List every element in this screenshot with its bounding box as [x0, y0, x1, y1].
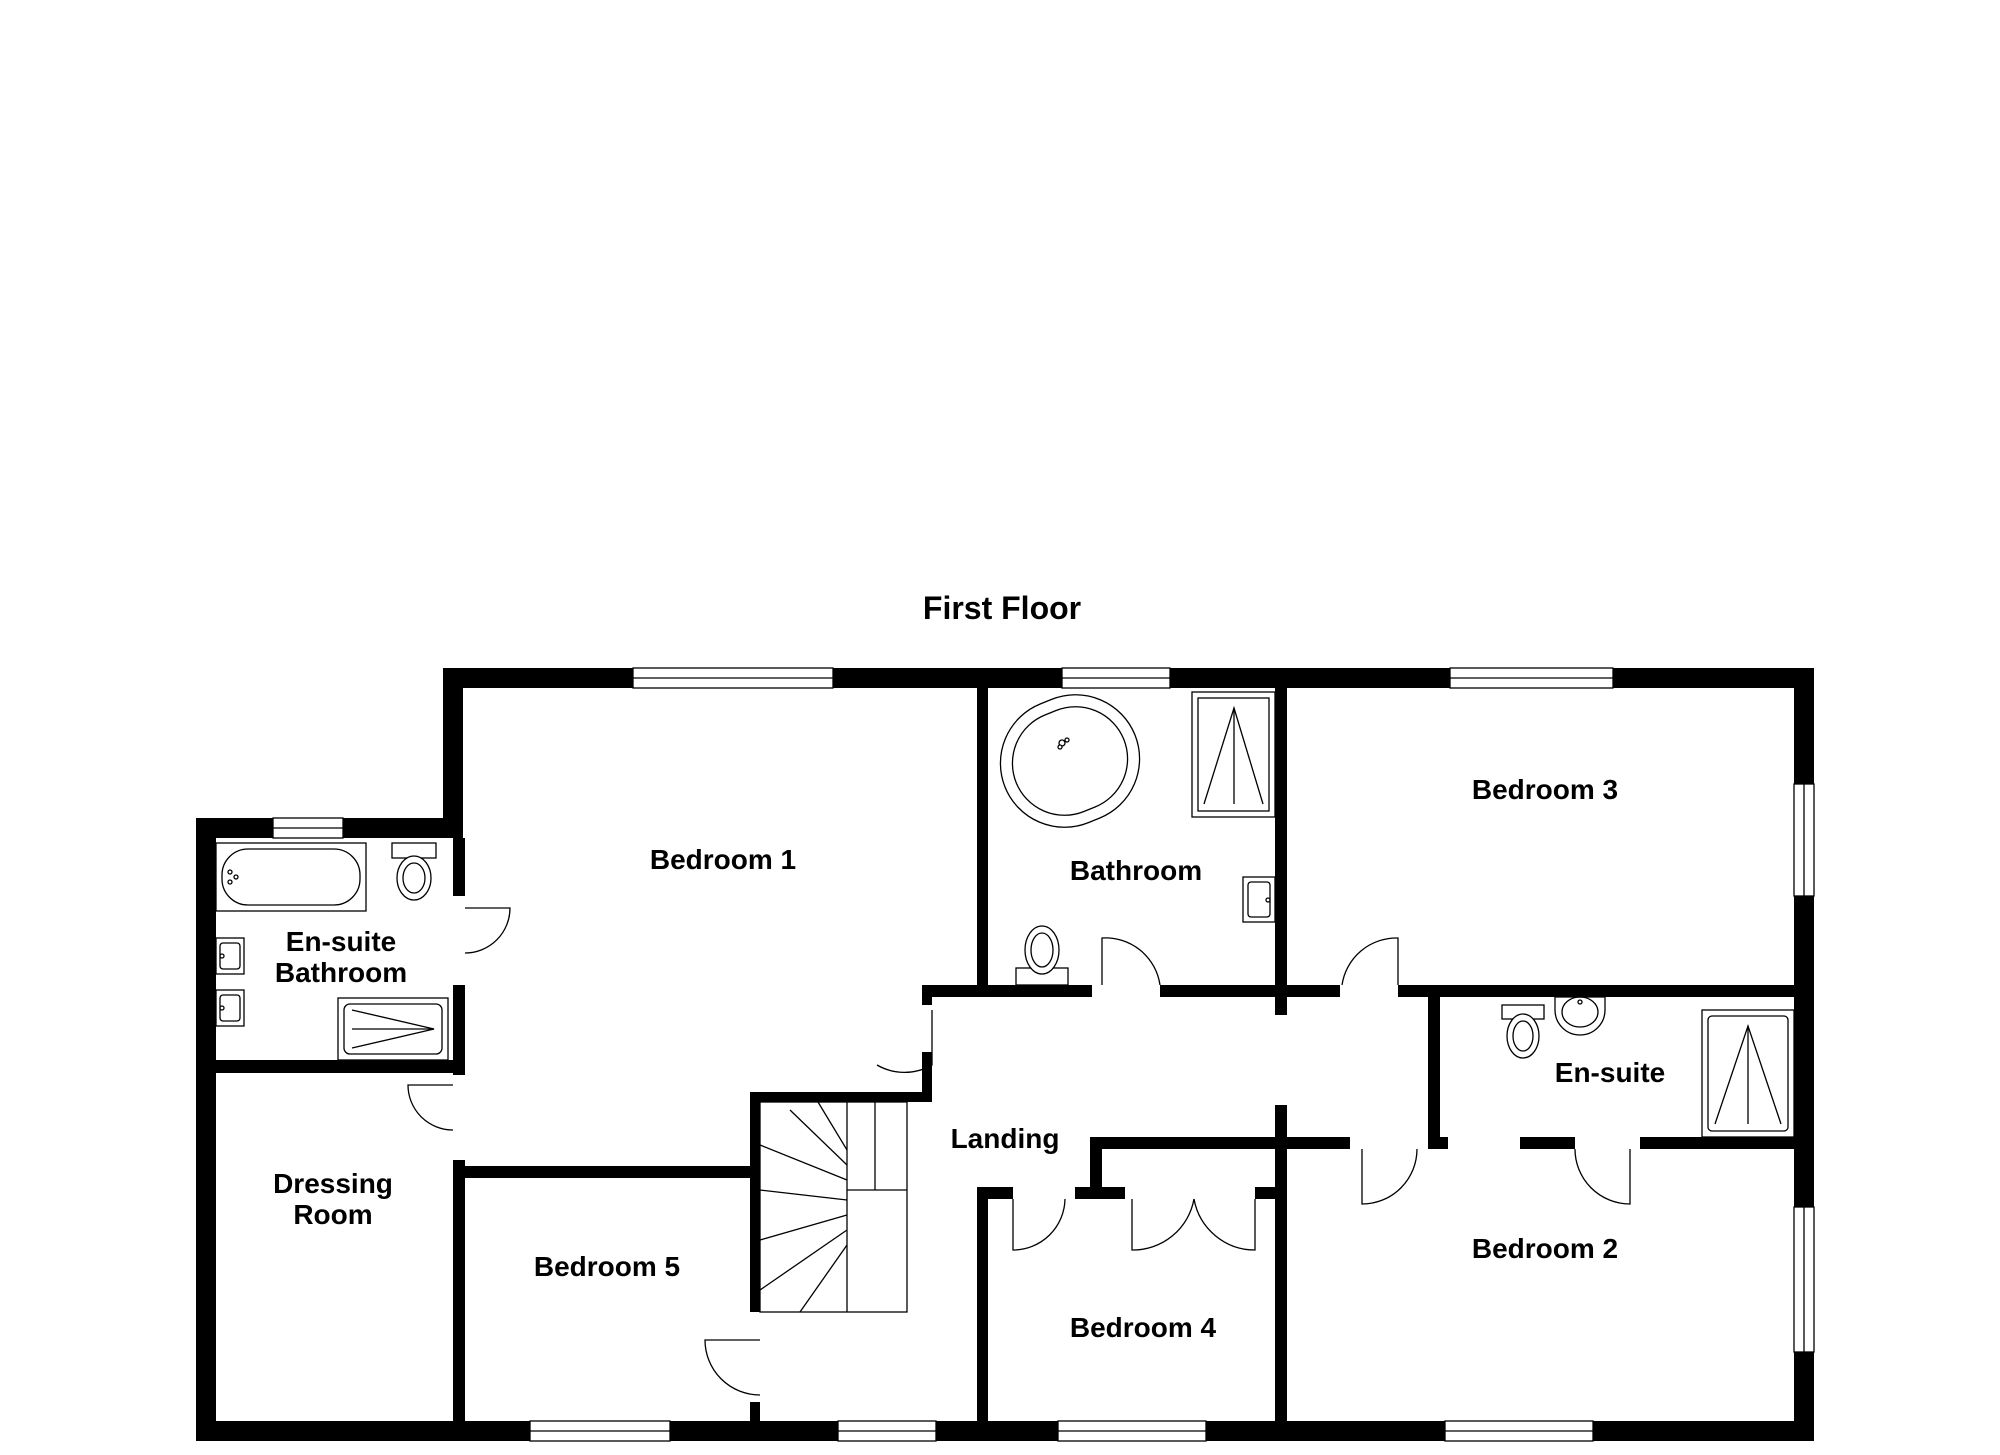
room-label-bathroom: Bathroom [1070, 855, 1202, 886]
freestanding-bath [999, 694, 1141, 828]
window-bedroom4 [1057, 1420, 1207, 1442]
basin-ensuite [1554, 996, 1606, 1036]
door-bathroom [1101, 937, 1161, 986]
room-label-dressing-room-line2: Room [293, 1199, 372, 1230]
shower-tray-ensuite-bathroom [337, 997, 449, 1061]
bath-ensuite-bathroom [215, 842, 367, 912]
room-label-landing: Landing [951, 1123, 1060, 1154]
basin-ensuite-bathroom-lower [215, 989, 245, 1027]
room-labels: Bedroom 1 Bathroom Bedroom 3 En-suite Ba… [273, 774, 1665, 1343]
door-dressing-room [407, 1084, 454, 1131]
basin-ensuite-bathroom-upper [215, 937, 245, 975]
door-bedroom1 [876, 1010, 933, 1074]
window-ensuite-bathroom [272, 817, 344, 839]
windows [272, 667, 1815, 1442]
cupboard-door-left [1131, 1198, 1195, 1251]
room-label-ensuite-bathroom-line2: Bathroom [275, 957, 407, 988]
room-label-ensuite-bathroom-line1: En-suite [286, 926, 396, 957]
door-bedroom4-left [1012, 1198, 1066, 1251]
basin-bathroom [1242, 876, 1276, 923]
door-ensuite-bathroom [464, 907, 511, 954]
window-bedroom5 [529, 1420, 671, 1442]
room-label-dressing-room-line1: Dressing [273, 1168, 393, 1199]
room-label-bedroom5: Bedroom 5 [534, 1251, 680, 1282]
staircase [759, 1101, 908, 1313]
room-label-bedroom4: Bedroom 4 [1070, 1312, 1217, 1343]
shower-tray-ensuite [1701, 1009, 1795, 1138]
window-bedroom1 [632, 667, 834, 689]
window-bedroom2-side [1793, 1206, 1815, 1353]
door-bedroom2 [1361, 1148, 1418, 1205]
toilet-ensuite-bathroom [391, 842, 437, 901]
room-label-bedroom1: Bedroom 1 [650, 844, 796, 875]
ensuite-fixtures [1501, 996, 1795, 1138]
room-label-bedroom3: Bedroom 3 [1472, 774, 1618, 805]
toilet-bathroom [1015, 925, 1069, 986]
ensuite-bathroom-fixtures [215, 842, 449, 1061]
room-label-bedroom2: Bedroom 2 [1472, 1233, 1618, 1264]
interior-walls [210, 682, 1814, 1441]
room-label-ensuite: En-suite [1555, 1057, 1665, 1088]
window-bedroom2 [1444, 1420, 1594, 1442]
window-landing [837, 1420, 937, 1442]
doors [407, 907, 1631, 1396]
bathroom-fixtures [999, 691, 1276, 986]
shower-tray-bathroom [1191, 691, 1276, 818]
window-bathroom [1061, 667, 1171, 689]
cupboard-door-right [1193, 1198, 1256, 1251]
door-bedroom3 [1341, 937, 1399, 986]
floor-title: First Floor [923, 590, 1081, 626]
window-bedroom3 [1449, 667, 1614, 689]
toilet-ensuite [1501, 1004, 1545, 1059]
window-bedroom3-side [1793, 783, 1815, 897]
door-bedroom5 [704, 1339, 761, 1396]
door-ensuite [1574, 1148, 1631, 1205]
